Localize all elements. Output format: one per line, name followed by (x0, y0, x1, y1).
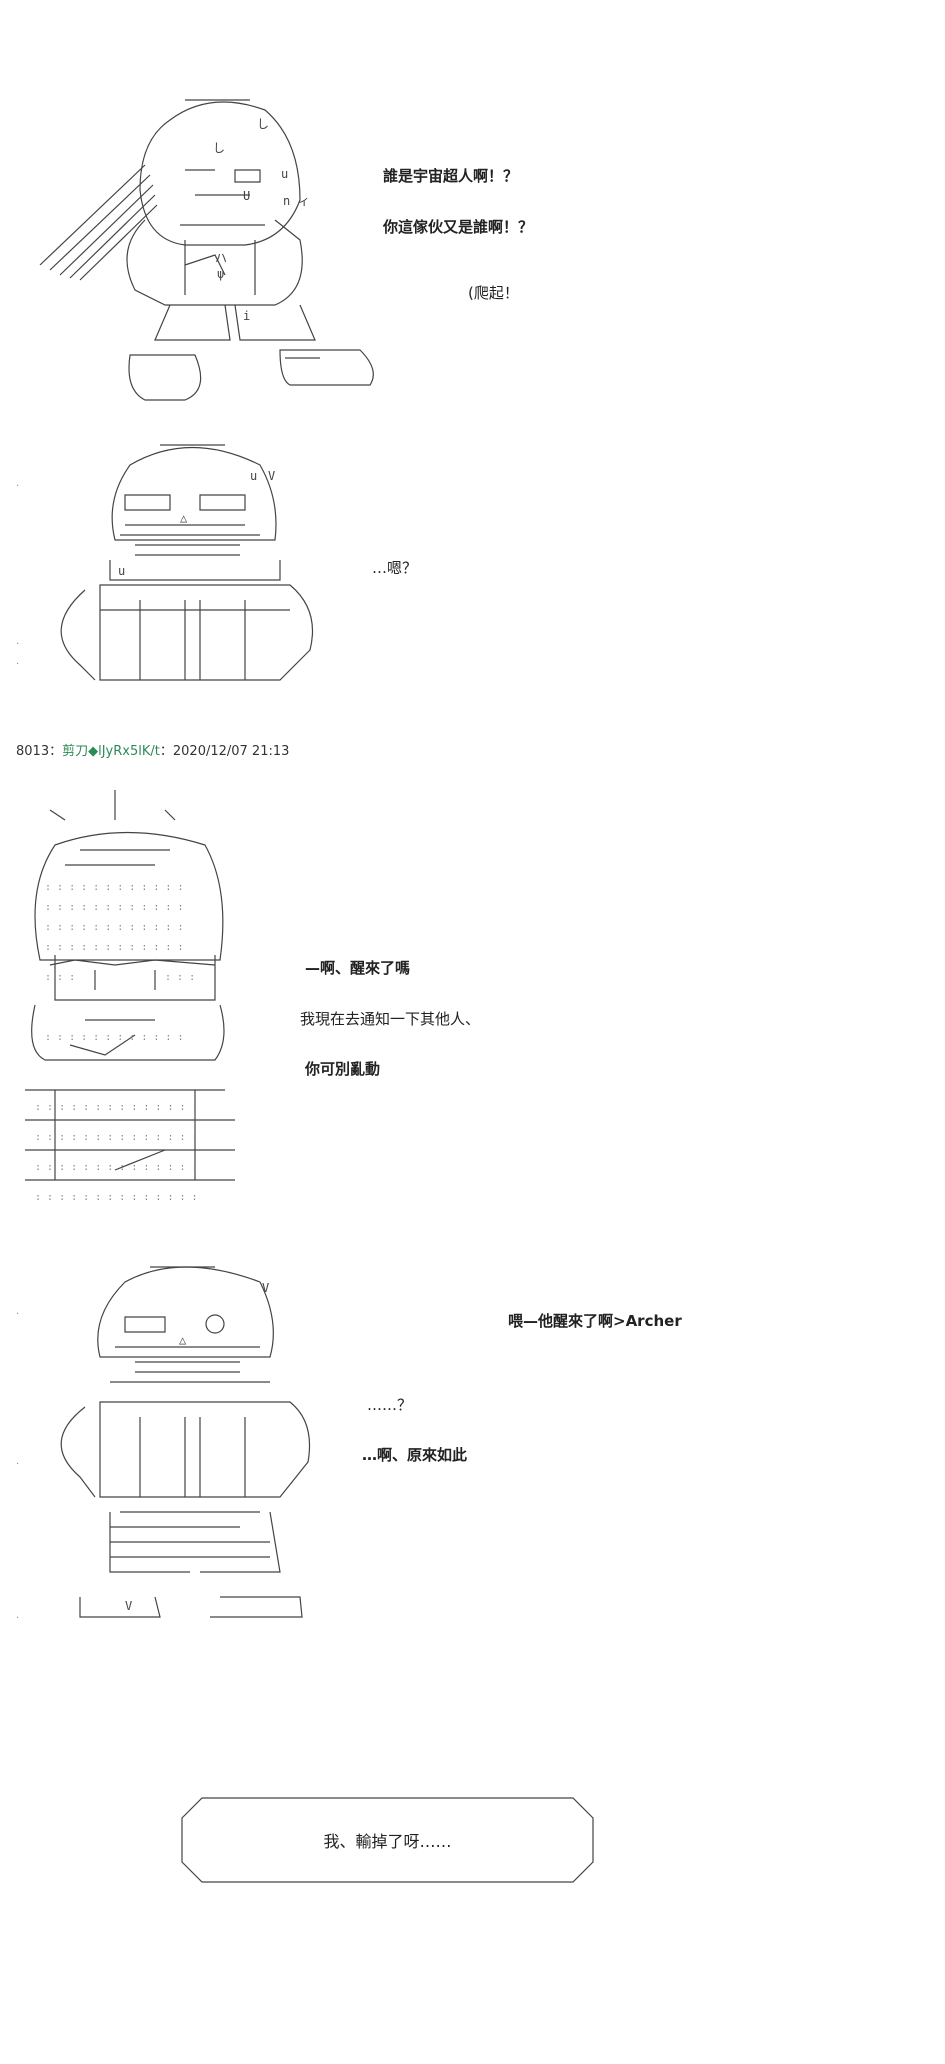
speech-box-text: 我、輸掉了呀…… (323, 1832, 452, 1851)
margin-mark: . (16, 1306, 20, 1317)
dialogue-line: (爬起！ (468, 284, 519, 302)
ascii-art-character-sitting: u V △ u (40, 440, 340, 700)
margin-mark: . (16, 656, 20, 667)
dialogue-line: 你可別亂動 (305, 1060, 381, 1078)
margin-mark: . (16, 1456, 20, 1467)
svg-text:: : : : : : : : : : : :: : : : : : : : : : : : : (45, 942, 183, 953)
svg-text:: : :: : : : (45, 972, 75, 983)
post-header: 8013：剪刀◆lJyRx5lK/t：2020/12/07 21:13 (16, 744, 290, 759)
svg-text:: : : : : : : : : : : :: : : : : : : : : : : : : (45, 1032, 183, 1043)
post-author-link[interactable]: 剪刀◆lJyRx5lK/t (62, 744, 160, 759)
dialogue-line: ……？ (367, 1396, 413, 1414)
ascii-art-character-standing: : : : : : : : : : : : : : : : : : : : : … (15, 790, 245, 1210)
dialogue-line: 你這傢伙又是誰啊！？ (383, 218, 534, 236)
post-number: 8013 (16, 744, 50, 759)
svg-text:: : : : : : : : : : : :: : : : : : : : : : : : : (45, 922, 183, 933)
svg-text:u: u (250, 469, 257, 483)
dialogue-line: 喂—他醒來了啊>Archer (508, 1312, 682, 1330)
svg-text:ψ: ψ (217, 267, 224, 281)
svg-text:: : : : : : : : : : : :: : : : : : : : : : : : : (45, 882, 183, 893)
ascii-art-character-full: V △ V (40, 1262, 330, 1632)
svg-text:i: i (243, 309, 250, 323)
ascii-art-character-waking: し し u U n ィ ハ ψ i (35, 90, 385, 410)
svg-text:u: u (118, 564, 125, 578)
dialogue-line: —啊、醒來了嗎 (305, 959, 411, 977)
svg-text:ハ: ハ (215, 251, 227, 265)
svg-text:: : :: : : : (165, 972, 195, 983)
svg-text:U: U (243, 189, 250, 203)
svg-text:: : : : : : : : : : : :: : : : : : : : : : : : : (45, 902, 183, 913)
dialogue-line: 我現在去通知一下其他人、 (300, 1010, 481, 1028)
svg-text:: : : : : : : : : : : : : :: : : : : : : : : : : : : : : (35, 1132, 198, 1143)
svg-text:: : : : : : : : : : : : : :: : : : : : : : : : : : : : : (35, 1102, 198, 1113)
dialogue-line: 誰是宇宙超人啊！？ (383, 167, 519, 185)
margin-mark: . (16, 478, 20, 489)
svg-text:u: u (281, 167, 288, 181)
svg-text:: : : : : : : : : : : : : :: : : : : : : : : : : : : : : (35, 1192, 198, 1203)
post-date: 2020/12/07 21:13 (172, 744, 290, 759)
dialogue-line: …嗯？ (372, 559, 418, 577)
margin-mark: . (16, 636, 20, 647)
svg-text:△: △ (180, 511, 188, 525)
svg-text:n: n (283, 194, 290, 208)
margin-mark: . (16, 1610, 20, 1621)
svg-text:V: V (268, 469, 275, 483)
speech-box: 我、輸掉了呀…… (180, 1796, 595, 1884)
dialogue-line: …啊、原來如此 (362, 1446, 468, 1464)
svg-text:△: △ (179, 1333, 187, 1347)
svg-text:し: し (213, 141, 225, 155)
svg-text:ィ: ィ (298, 194, 310, 208)
svg-text:V: V (262, 1281, 269, 1295)
svg-text:し: し (257, 117, 269, 131)
svg-text:V: V (125, 1599, 132, 1613)
svg-text:: : : : : : : : : : : : : :: : : : : : : : : : : : : : : (35, 1162, 198, 1173)
